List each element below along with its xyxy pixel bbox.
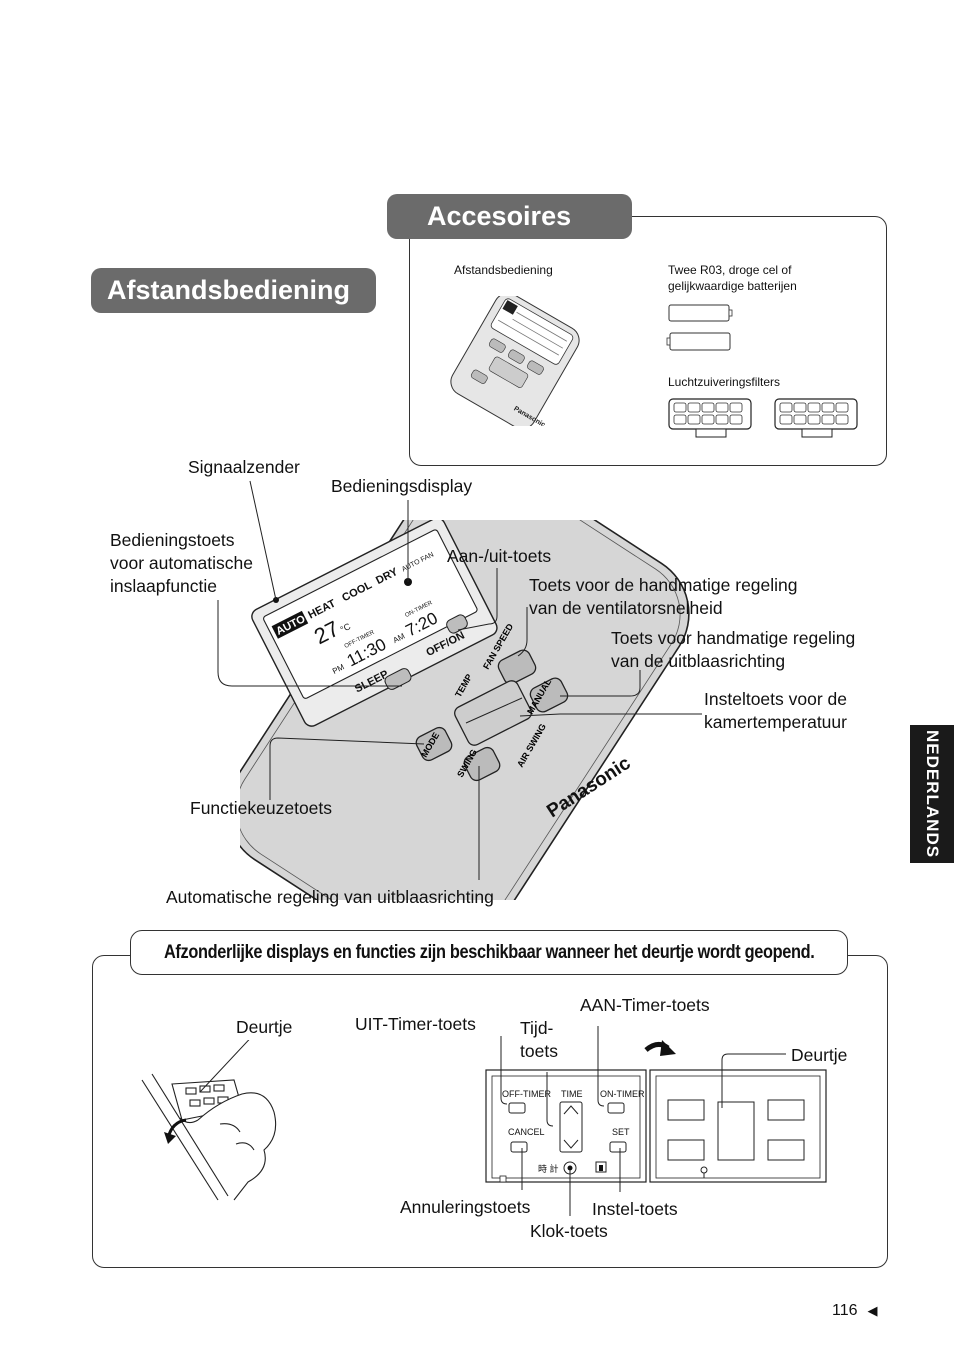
panel-clock-kanji: 時 計	[538, 1163, 559, 1174]
callout-signal-emitter: Signaalzender	[188, 457, 300, 477]
callout-time-1: Tijd-	[520, 1018, 554, 1038]
callout-off-timer: UIT-Timer-toets	[355, 1014, 476, 1034]
panel-time-button	[559, 1101, 583, 1153]
battery-icon	[666, 332, 731, 351]
panel-ontimer-button	[607, 1102, 625, 1114]
remote-swing-button	[463, 746, 501, 782]
remote-manual-button	[529, 677, 569, 713]
callout-swing: Automatische regeling van uitblaasrichti…	[166, 887, 494, 907]
battery-icon	[668, 304, 733, 322]
callout-sleep-3: inslaapfunctie	[110, 576, 218, 596]
remote-control-details: AUTO HEAT COOL DRY AUTO FAN 27 °C OFF-TI…	[251, 520, 635, 822]
callout-onoff: Aan-/uit-toets	[447, 546, 552, 566]
callout-display: Bedieningsdisplay	[331, 476, 473, 496]
remote-section-title: Afstandsbediening	[91, 268, 376, 313]
callout-temp-1: Insteltoets voor de	[704, 689, 847, 709]
remote-callout-lines	[217, 480, 702, 880]
page-number-value: 116	[832, 1302, 858, 1319]
panel-offtimer-label: OFF-TIMER	[502, 1089, 551, 1099]
page-number: 116 ◀	[832, 1302, 878, 1320]
panel-cancel-button	[510, 1141, 528, 1153]
panel-set-label: SET	[612, 1127, 630, 1137]
callout-on-timer: AAN-Timer-toets	[580, 995, 710, 1015]
callout-door-right: Deurtje	[791, 1045, 848, 1065]
accessory-batteries-label-1: Twee R03, droge cel of	[668, 263, 792, 277]
callout-temp-2: kamertemperatuur	[704, 712, 847, 732]
callout-time-2: toets	[520, 1041, 558, 1061]
callout-airdir-1: Toets voor handmatige regeling	[611, 628, 856, 648]
door-panel-illustration: OFF-TIMER TIME ON-TIMER CANCEL SET 時 計	[485, 1040, 827, 1183]
callout-fanspeed-1: Toets voor de handmatige regeling	[529, 575, 798, 595]
door-callout-lines	[500, 1026, 786, 1216]
callout-cancel: Annuleringstoets	[400, 1197, 531, 1217]
callout-door-left: Deurtje	[236, 1017, 293, 1037]
accessory-remote-label: Afstandsbediening	[454, 263, 553, 277]
callout-clock: Klok-toets	[530, 1221, 608, 1241]
callout-sleep-2: voor automatische	[110, 553, 253, 573]
callout-set: Instel-toets	[592, 1199, 678, 1219]
remote-sleep-button	[384, 668, 412, 690]
callout-airdir-2: van de uitblaasrichting	[611, 651, 786, 671]
panel-set-button	[609, 1141, 627, 1153]
remote-offon-button	[446, 614, 468, 634]
accessories-frame	[409, 216, 887, 466]
air-filter-icon	[668, 398, 752, 438]
door-opening-illustration	[141, 1040, 277, 1201]
panel-time-label: TIME	[561, 1089, 583, 1099]
language-side-tab: NEDERLANDS	[910, 725, 954, 863]
accessory-filters-label: Luchtzuiveringsfilters	[668, 375, 781, 389]
accessory-remote-illustration: Panasonic	[450, 296, 580, 426]
air-filter-icon	[774, 398, 858, 438]
callout-fanspeed-2: van de ventilatorsnelheid	[529, 598, 723, 618]
door-notice-text: Afzonderlijke displays en functies zijn …	[163, 941, 815, 963]
panel-ontimer-label: ON-TIMER	[600, 1089, 645, 1099]
remote-mode-button	[415, 726, 453, 762]
door-notice-banner: Afzonderlijke displays en functies zijn …	[130, 930, 848, 975]
accessories-title: Accesoires	[387, 194, 632, 239]
panel-cancel-label: CANCEL	[508, 1127, 545, 1137]
remote-temp-button	[454, 680, 532, 746]
panel-offtimer-button	[508, 1102, 526, 1114]
callout-sleep-1: Bedieningstoets	[110, 530, 235, 550]
callout-mode: Functiekeuzetoets	[190, 798, 333, 818]
remote-fanspeed-button	[497, 649, 537, 685]
triangle-left-icon: ◀	[867, 1303, 878, 1318]
language-side-tab-label: NEDERLANDS	[923, 729, 942, 859]
remote-temp-unit: °C	[339, 621, 353, 635]
accessory-batteries-label-2: gelijkwaardige batterijen	[668, 279, 797, 293]
